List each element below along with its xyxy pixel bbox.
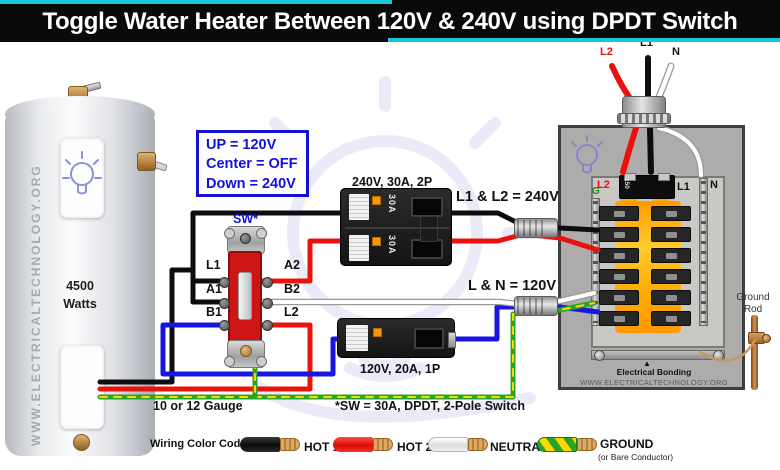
switch-name-label: SW*	[233, 212, 258, 226]
top-conduit-collar	[617, 113, 671, 124]
legend-neutral-label: NEUTRAL	[490, 440, 548, 454]
panel-n-label: N	[710, 179, 718, 191]
branch-breaker	[651, 290, 691, 305]
branch-breaker	[651, 269, 691, 284]
legend-hot1-label: HOT 1	[304, 440, 340, 454]
branch-breaker	[599, 206, 639, 221]
breaker-240v: 30A 30A	[340, 188, 452, 266]
mount-hole	[224, 356, 235, 367]
dpdt-switch	[218, 226, 273, 368]
bond-screw	[594, 350, 605, 361]
terminal-label-b2: B2	[284, 282, 300, 296]
info-line-center: Center = OFF	[206, 156, 298, 173]
mount-hole	[224, 228, 235, 239]
terminal-label-l2: L2	[284, 305, 299, 319]
ground-rod-label: Ground Rod	[736, 292, 770, 315]
panel-l2-label: L2	[597, 179, 610, 191]
heater-wattage-label: 4500 Watts	[63, 279, 97, 311]
branch-breaker	[599, 248, 639, 263]
breaker-120v	[337, 318, 456, 358]
heater-upper-access-panel	[60, 138, 104, 218]
terminal-screw-a2	[262, 277, 273, 288]
terminal-screw-b2	[262, 298, 273, 309]
title-bar: Toggle Water Heater Between 120V & 240V …	[0, 0, 780, 42]
branch-breaker	[651, 227, 691, 242]
terminal-screw-l2	[262, 320, 273, 331]
bonding-label: Electrical Bonding	[616, 367, 692, 377]
branch-breaker	[599, 311, 639, 326]
main-breaker: 150	[619, 173, 675, 199]
feed-n-label: N	[672, 46, 680, 58]
panel-bulb-icon	[571, 135, 603, 174]
feed-l2-label: L2	[600, 46, 613, 58]
ground-rod-bolt	[762, 334, 771, 343]
legend-ground-sub: (or Bare Conductor)	[598, 452, 674, 462]
title-accent-bottom	[388, 38, 780, 42]
info-line-down: Down = 240V	[206, 175, 296, 192]
note-switch-spec: *SW = 30A, DPDT, 2-Pole Switch	[335, 399, 525, 413]
mount-screw	[240, 233, 251, 244]
bulb-logo-icon	[62, 151, 102, 195]
breaker-240v-label: 240V, 30A, 2P	[352, 175, 433, 189]
breaker-120v-label: 120V, 20A, 1P	[360, 362, 441, 376]
neutral-bar	[699, 178, 708, 326]
note-240v: L1 & L2 = 240V	[456, 189, 559, 205]
legend-hot2-label: HOT 2	[397, 440, 433, 454]
main-breaker-rating: 150	[623, 178, 630, 189]
terminal-label-l1: L1	[206, 258, 221, 272]
hot2-wire-swatch	[333, 437, 393, 452]
ground-rod	[751, 315, 758, 390]
title-accent-top	[0, 0, 392, 4]
cable-clamp-240v	[514, 218, 558, 238]
hot1-wire-swatch	[240, 437, 300, 452]
bonding-strip	[591, 350, 725, 360]
mount-hole	[256, 228, 267, 239]
branch-breaker	[599, 290, 639, 305]
terminal-label-b1: B1	[206, 305, 222, 319]
neutral-wire-swatch	[428, 437, 488, 452]
note-gauge: 10 or 12 Gauge	[153, 399, 243, 413]
info-line-up: UP = 120V	[206, 137, 277, 153]
breaker-240v-pole1-rating: 30A	[387, 194, 397, 214]
mount-hole	[256, 356, 267, 367]
panel-ground-label: G	[592, 186, 600, 197]
ground-wire-swatch	[537, 437, 597, 452]
branch-breaker	[651, 248, 691, 263]
terminal-label-a2: A2	[284, 258, 300, 272]
arrow-up-icon: ▲	[643, 359, 651, 368]
terminal-screw-b1	[219, 320, 230, 331]
cable-clamp-120v	[514, 296, 558, 316]
branch-breaker	[651, 311, 691, 326]
panel-l1-label: L1	[677, 181, 690, 193]
breaker-240v-pole2-rating: 30A	[387, 235, 397, 255]
panel-website: WWW.ELECTRICALTECHNOLOGY.ORG	[580, 378, 728, 387]
switch-toggle	[238, 272, 252, 320]
branch-breaker	[599, 227, 639, 242]
bus-arch-right	[653, 194, 669, 205]
ground-screw	[240, 345, 252, 357]
page-title: Toggle Water Heater Between 120V & 240V …	[42, 8, 738, 35]
note-120v: L & N = 120V	[468, 278, 556, 294]
heater-lower-access-panel	[60, 345, 104, 429]
side-valve	[137, 152, 156, 171]
branch-breaker	[599, 269, 639, 284]
drain-valve	[73, 434, 90, 451]
bus-arch-left	[621, 194, 637, 205]
branch-breaker	[651, 206, 691, 221]
terminal-screw-a1	[219, 298, 230, 309]
switch-position-info-box: UP = 120V Center = OFF Down = 240V	[196, 130, 309, 197]
terminal-screw-l1	[219, 277, 230, 288]
legend-ground-label: GROUND	[600, 437, 654, 451]
terminal-label-a1: A1	[206, 282, 222, 296]
